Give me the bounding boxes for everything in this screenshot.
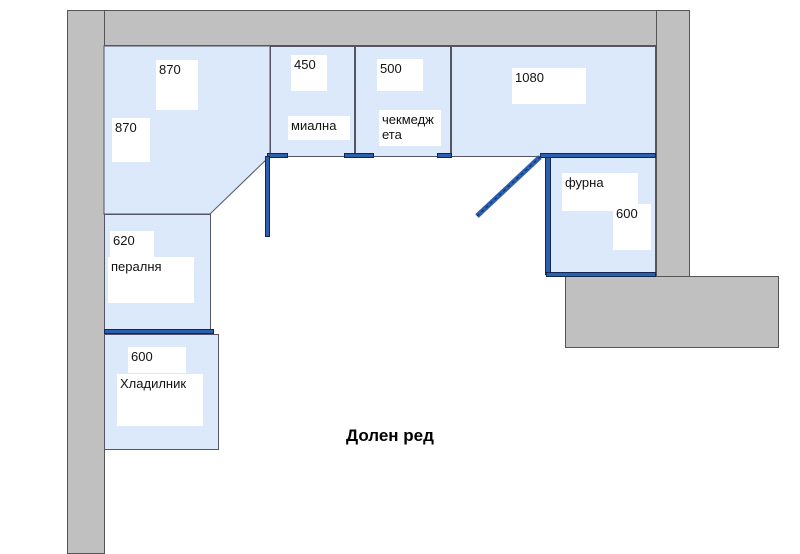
door-drawers — [437, 153, 452, 158]
label-corner-width: 870 — [156, 60, 198, 110]
door-sink-open — [265, 156, 270, 237]
wall-left — [67, 10, 105, 554]
door-washer — [104, 329, 214, 334]
label-washer-width: 620 — [110, 231, 154, 257]
label-drawers-name: чекмеджета — [379, 110, 441, 146]
label-washer-name: пералня — [108, 257, 194, 303]
label-fridge-width: 600 — [128, 347, 186, 373]
label-sink-name: миална — [288, 116, 350, 140]
label-oven-width: 600 — [613, 204, 651, 250]
wall-partition — [565, 276, 779, 348]
door-sink-right — [344, 153, 374, 158]
wall-top — [67, 10, 690, 46]
corner-cabinet — [103, 45, 271, 215]
label-fridge-name: Хладилник — [117, 374, 203, 426]
door-corner-diagonal-outline — [476, 156, 541, 217]
label-corner-height: 870 — [112, 118, 150, 162]
diagram-title: Долен ред — [346, 426, 434, 445]
label-right-width: 1080 — [512, 68, 586, 104]
label-drawers-width: 500 — [377, 59, 423, 91]
door-sink-left — [267, 153, 288, 158]
door-oven-bottom — [546, 272, 656, 277]
label-sink-width: 450 — [291, 55, 327, 91]
door-right-cabinet — [540, 153, 656, 158]
